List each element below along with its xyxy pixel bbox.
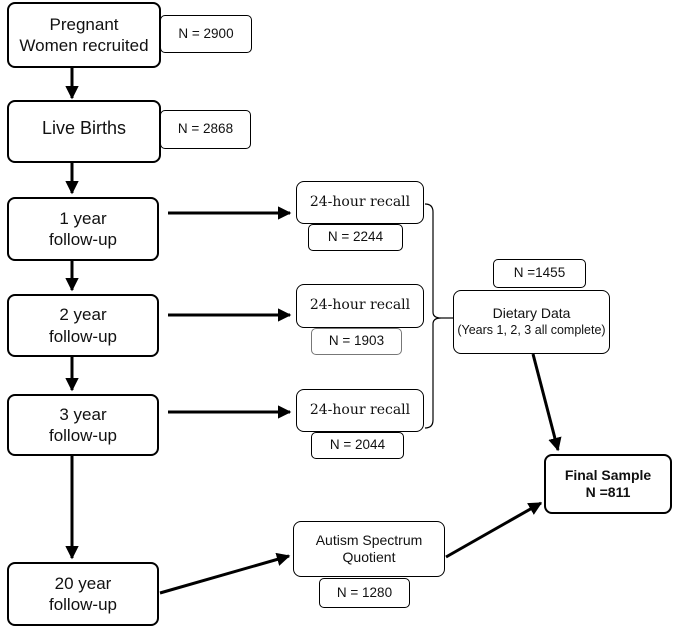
- year2-followup-box: 2 year follow-up: [7, 294, 159, 357]
- arrow-dietary-to-final: [531, 353, 562, 452]
- dietary-data-box: Dietary Data (Years 1, 2, 3 all complete…: [453, 290, 610, 354]
- recall1-box: 24-hour recall: [296, 181, 424, 224]
- recall2-box: 24-hour recall: [296, 284, 424, 328]
- final-sample-line1: Final Sample: [564, 466, 652, 483]
- recall3-count-box: N = 2044: [311, 432, 404, 459]
- aq-count-box: N = 1280: [319, 578, 410, 608]
- recall3-box: 24-hour recall: [296, 389, 424, 432]
- recall2-label: 24-hour recall: [309, 297, 411, 314]
- recall3-count: N = 2044: [329, 437, 386, 453]
- year3-label-line2: follow-up: [48, 426, 118, 445]
- pregnant-women-recruited-box: Pregnant Women recruited: [7, 2, 161, 68]
- year2-label-line2: follow-up: [48, 326, 118, 346]
- recall1-count-box: N = 2244: [308, 224, 403, 251]
- year3-label-line1: 3 year: [59, 404, 107, 424]
- arrow-aq-to-final: [445, 501, 543, 559]
- live-births-count-box: N = 2868: [160, 110, 251, 149]
- live-births-label: Live Births: [41, 118, 127, 138]
- final-sample-line2: N =811: [585, 484, 631, 500]
- pregnant-women-recruited-line1: Pregnant: [49, 14, 119, 34]
- live-births-box: Live Births: [7, 100, 161, 163]
- year3-followup-box: 3 year follow-up: [7, 394, 159, 456]
- recruited-count-box: N = 2900: [160, 15, 252, 53]
- recruited-count: N = 2900: [178, 25, 234, 41]
- aq-line1: Autism Spectrum: [315, 531, 423, 548]
- arrow-y20-to-aq: [159, 552, 291, 595]
- recall2-count-box: N = 1903: [311, 328, 402, 355]
- year20-followup-box: 20 year follow-up: [7, 562, 159, 626]
- pregnant-women-recruited-line2: Women recruited: [19, 36, 149, 55]
- year1-label-line2: follow-up: [48, 230, 118, 249]
- year2-label-line1: 2 year: [59, 305, 107, 325]
- dietary-data-line1: Dietary Data: [492, 305, 571, 322]
- year20-label-line2: follow-up: [48, 595, 118, 614]
- recall-bracket: [424, 203, 442, 429]
- recall2-count: N = 1903: [328, 333, 385, 349]
- recall1-label: 24-hour recall: [309, 193, 411, 210]
- recall1-count: N = 2244: [327, 229, 384, 245]
- final-sample-box: Final Sample N =811: [544, 454, 672, 514]
- live-births-count: N = 2868: [177, 121, 234, 137]
- aq-box: Autism Spectrum Quotient: [293, 521, 445, 577]
- dietary-count-box: N =1455: [493, 259, 586, 288]
- aq-line2: Quotient: [342, 549, 396, 565]
- recall3-label: 24-hour recall: [309, 401, 411, 418]
- dietary-data-line2: (Years 1, 2, 3 all complete): [457, 322, 606, 337]
- year1-label-line1: 1 year: [59, 208, 107, 228]
- year1-followup-box: 1 year follow-up: [7, 197, 159, 261]
- aq-count: N = 1280: [336, 584, 393, 600]
- year20-label-line1: 20 year: [54, 573, 112, 593]
- dietary-count: N =1455: [513, 265, 566, 281]
